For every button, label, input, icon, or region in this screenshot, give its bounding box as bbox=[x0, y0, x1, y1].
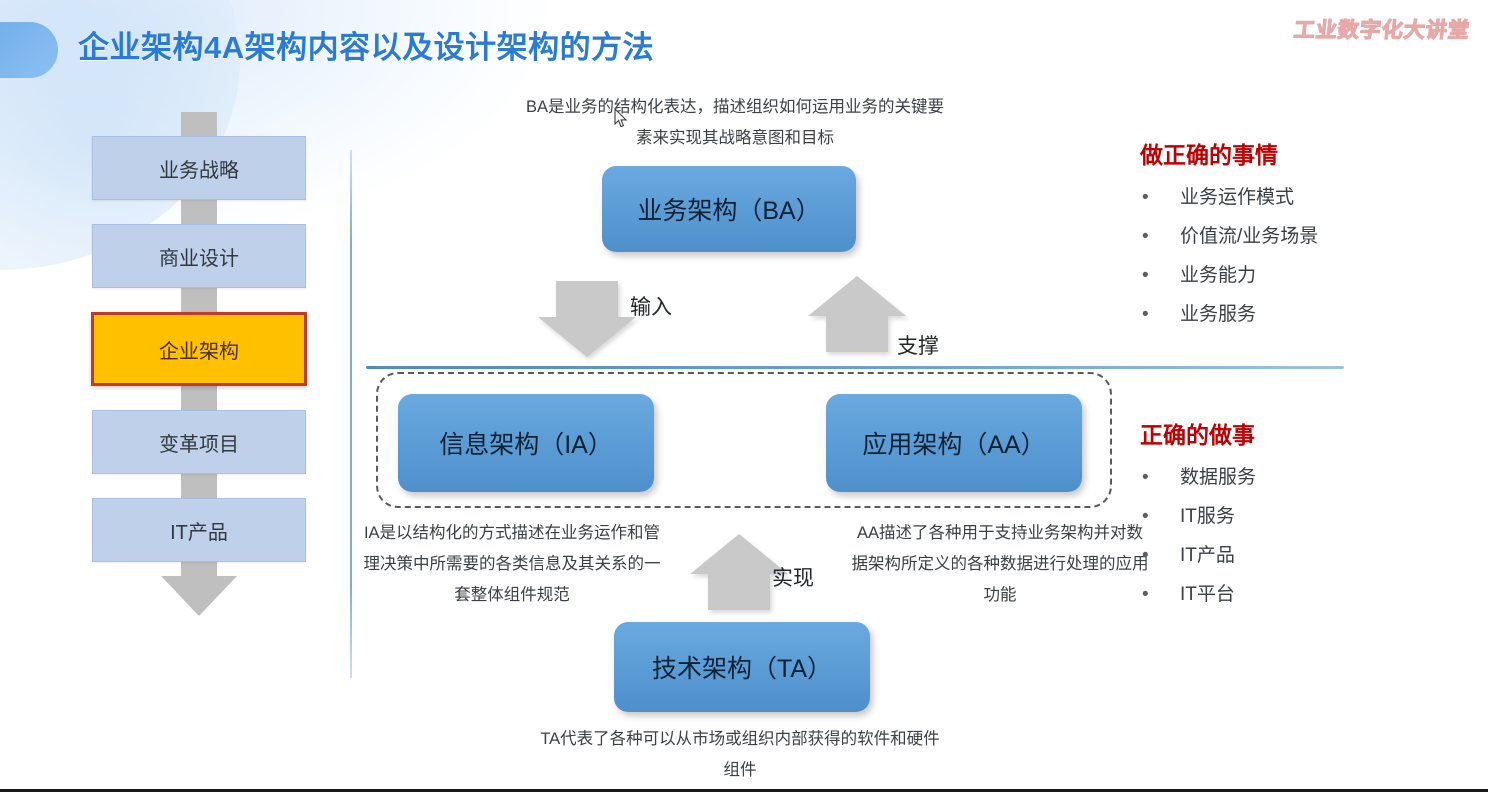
list-item: • 业务运作模式 bbox=[1132, 178, 1382, 217]
panel-top-list: • 业务运作模式 • 价值流/业务场景 • 业务能力 • 业务服务 bbox=[1132, 178, 1382, 334]
flow-item-enterprise-architecture[interactable]: 企业架构 bbox=[91, 312, 307, 386]
flow-connector bbox=[181, 474, 217, 498]
list-item: • 业务服务 bbox=[1132, 295, 1382, 334]
description-ia: IA是以结构化的方式描述在业务运作和管理决策中所需要的各类信息及其关系的一套整体… bbox=[363, 524, 661, 604]
list-item: • IT服务 bbox=[1132, 497, 1382, 536]
architecture-box-ba[interactable]: 业务架构（BA） bbox=[602, 166, 856, 252]
flow-connector bbox=[181, 288, 217, 312]
list-item: • 价值流/业务场景 bbox=[1132, 217, 1382, 256]
bullet-icon: • bbox=[1142, 304, 1149, 325]
flow-connector bbox=[181, 386, 217, 410]
brand-logo: 工业数字化大讲堂 bbox=[1292, 18, 1472, 42]
flow-arrow-stem bbox=[181, 562, 217, 576]
bullet-icon: • bbox=[1142, 265, 1149, 286]
bullet-icon: • bbox=[1142, 467, 1149, 488]
panel-do-things-right: 正确的做事 • 数据服务 • IT服务 • IT产品 • IT平台 bbox=[1132, 416, 1382, 614]
flow-item-business-design[interactable]: 商业设计 bbox=[92, 224, 306, 288]
panel-title-top: 做正确的事情 bbox=[1140, 142, 1278, 168]
bullet-icon: • bbox=[1142, 187, 1149, 208]
description-ta: TA代表了各种可以从市场或组织内部获得的软件和硬件组件 bbox=[540, 730, 940, 779]
flow-arrow-down-icon bbox=[161, 576, 237, 616]
decorative-pill bbox=[0, 22, 58, 78]
arrow-down-input-icon bbox=[538, 281, 636, 357]
process-flow-column: 业务战略 商业设计 企业架构 变革项目 IT产品 bbox=[88, 112, 310, 616]
arrow-label-input: 输入 bbox=[630, 296, 672, 319]
architecture-box-ia[interactable]: 信息架构（IA） bbox=[398, 394, 654, 492]
page-title: 企业架构4A架构内容以及设计架构的方法 bbox=[78, 30, 655, 65]
architecture-box-ta[interactable]: 技术架构（TA） bbox=[614, 622, 870, 712]
dashed-group-container bbox=[376, 372, 1112, 508]
bullet-icon: • bbox=[1142, 226, 1149, 247]
list-item-label: IT产品 bbox=[1180, 545, 1235, 566]
panel-title-bottom: 正确的做事 bbox=[1140, 422, 1255, 448]
list-item-label: 业务运作模式 bbox=[1180, 187, 1295, 208]
arrow-up-realize-icon bbox=[690, 534, 788, 610]
panel-do-right-things: 做正确的事情 • 业务运作模式 • 价值流/业务场景 • 业务能力 • 业务服务 bbox=[1132, 136, 1382, 334]
description-aa: AA描述了各种用于支持业务架构并对数据架构所定义的各种数据进行处理的应用功能 bbox=[851, 524, 1149, 604]
list-item: • 数据服务 bbox=[1132, 458, 1382, 497]
list-item-label: IT服务 bbox=[1180, 506, 1235, 527]
bullet-icon: • bbox=[1142, 506, 1149, 527]
bullet-icon: • bbox=[1142, 545, 1149, 566]
flow-item-it-product[interactable]: IT产品 bbox=[92, 498, 306, 562]
arrow-label-realize: 实现 bbox=[772, 567, 814, 590]
list-item: • 业务能力 bbox=[1132, 256, 1382, 295]
architecture-box-aa[interactable]: 应用架构（AA） bbox=[826, 394, 1082, 492]
list-item-label: IT平台 bbox=[1180, 584, 1235, 605]
list-item-label: 数据服务 bbox=[1180, 467, 1257, 488]
vertical-divider bbox=[350, 150, 352, 678]
flow-item-transformation-project[interactable]: 变革项目 bbox=[92, 410, 306, 474]
list-item-label: 价值流/业务场景 bbox=[1180, 226, 1319, 247]
list-item-label: 业务能力 bbox=[1180, 265, 1257, 286]
list-item-label: 业务服务 bbox=[1180, 304, 1257, 325]
description-ba: BA是业务的结构化表达，描述组织如何运用业务的关键要素来实现其战略意图和目标 bbox=[525, 98, 944, 147]
bottom-edge bbox=[0, 789, 1488, 792]
arrow-label-support: 支撑 bbox=[897, 335, 939, 358]
flow-connector bbox=[181, 200, 217, 224]
arrow-up-support-icon bbox=[808, 276, 906, 352]
list-item: • IT产品 bbox=[1132, 536, 1382, 575]
horizontal-divider bbox=[366, 366, 1344, 369]
list-item: • IT平台 bbox=[1132, 575, 1382, 614]
flow-connector bbox=[181, 112, 217, 136]
bullet-icon: • bbox=[1142, 584, 1149, 605]
panel-bottom-list: • 数据服务 • IT服务 • IT产品 • IT平台 bbox=[1132, 458, 1382, 614]
flow-item-business-strategy[interactable]: 业务战略 bbox=[92, 136, 306, 200]
